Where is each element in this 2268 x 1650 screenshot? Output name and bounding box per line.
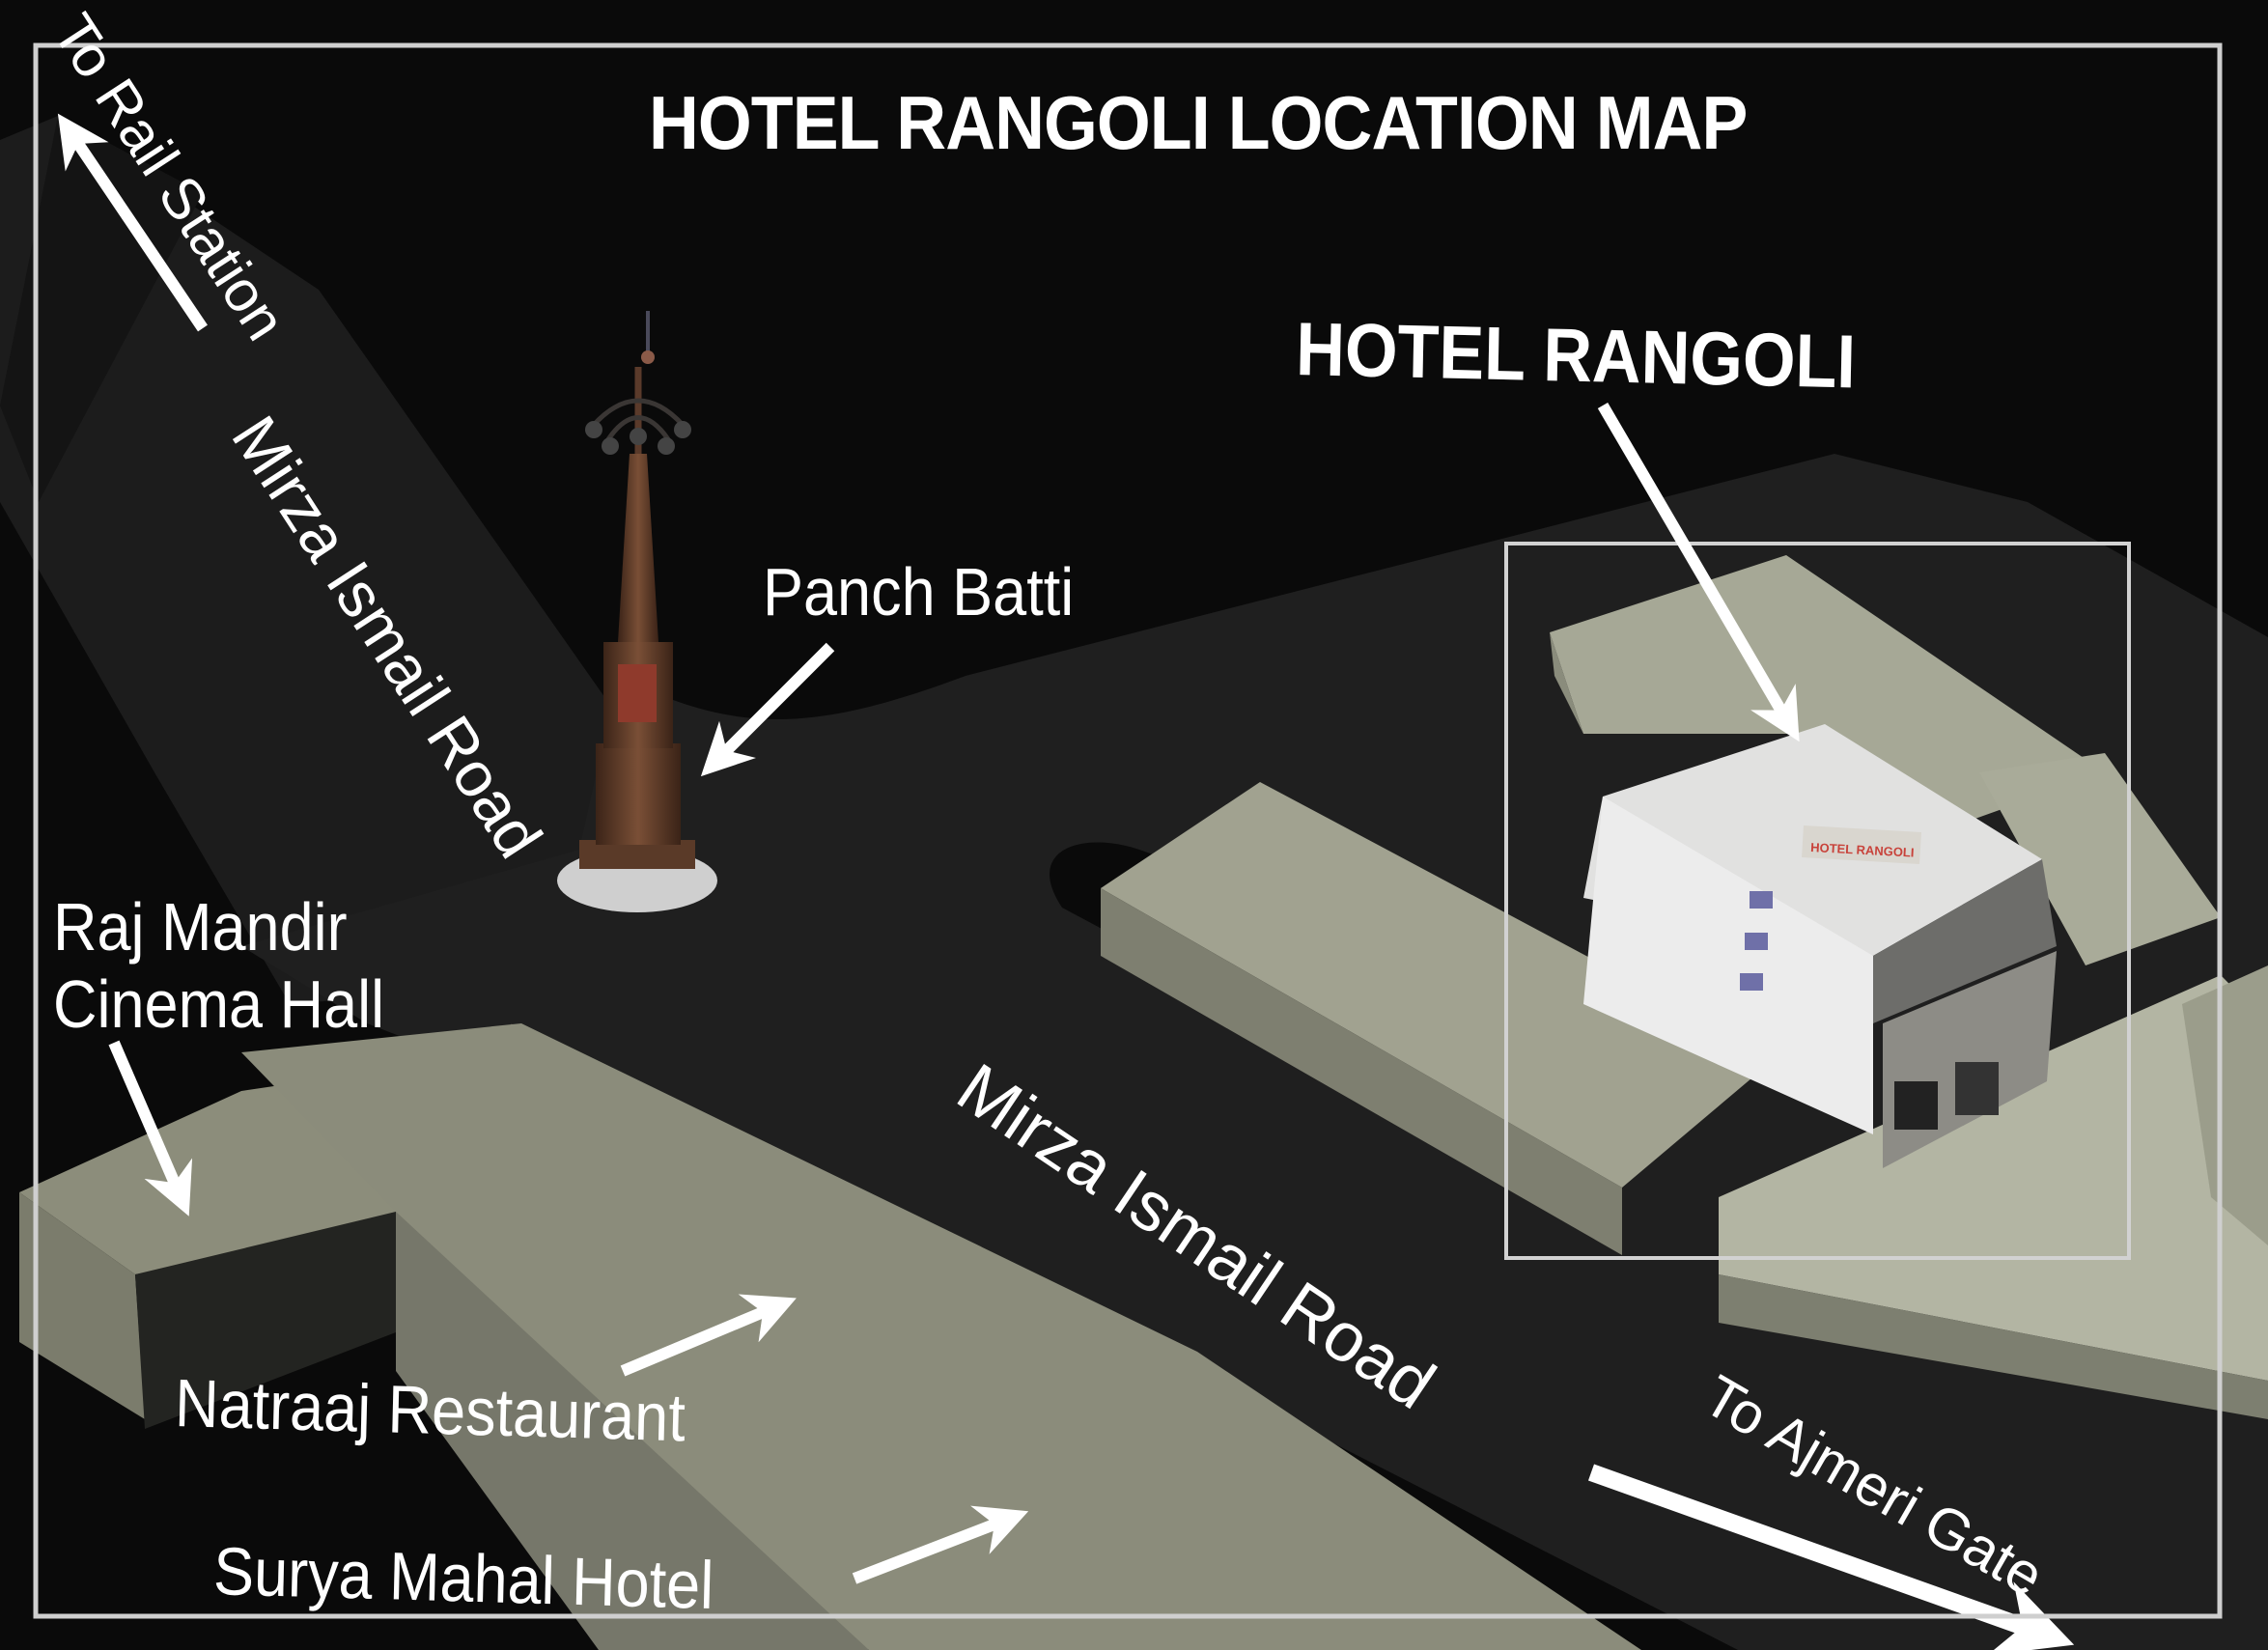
panch-batti-label[interactable]: Panch Batti: [763, 554, 1075, 629]
hotel-rangoli-label[interactable]: HOTEL RANGOLI: [1295, 306, 1857, 405]
arrows: [57, 113, 2075, 1650]
arrow-raj-mandir-icon: [108, 1040, 193, 1217]
surya-mahal-hotel-label[interactable]: Surya Mahal Hotel: [212, 1533, 715, 1624]
arrow-surya-mahal-icon: [852, 1505, 1029, 1584]
building-natraaj-surya-mahal: [241, 1023, 1641, 1650]
hotel-rangoli-building: HOTEL RANGOLI: [1583, 724, 2057, 1168]
road-mirza-ismail-north: [0, 116, 753, 1004]
raj-mandir-label-line2[interactable]: Cinema Hall: [53, 966, 385, 1042]
arrow-hotel-icon: [1597, 402, 1800, 742]
arrow-ajmeri-gate-icon: [1587, 1464, 2075, 1650]
hotel-sign: HOTEL RANGOLI: [1810, 840, 1915, 860]
raj-mandir-label-line1[interactable]: Raj Mandir: [53, 889, 348, 965]
building-right-row: [1550, 555, 2268, 1419]
arrow-rail-station-icon: [57, 113, 208, 332]
map-frame: [33, 42, 2223, 1619]
natraaj-restaurant-label[interactable]: Natraaj Restaurant: [174, 1365, 686, 1456]
hotel-highlight-frame: [1504, 542, 2131, 1260]
map-title: HOTEL RANGOLI LOCATION MAP: [649, 80, 1748, 165]
arrow-panch-batti-icon: [700, 642, 835, 777]
panch-batti-tower-icon: [557, 311, 717, 912]
arrow-natraaj-icon: [620, 1294, 797, 1377]
building-center-block: [1101, 782, 1777, 1255]
